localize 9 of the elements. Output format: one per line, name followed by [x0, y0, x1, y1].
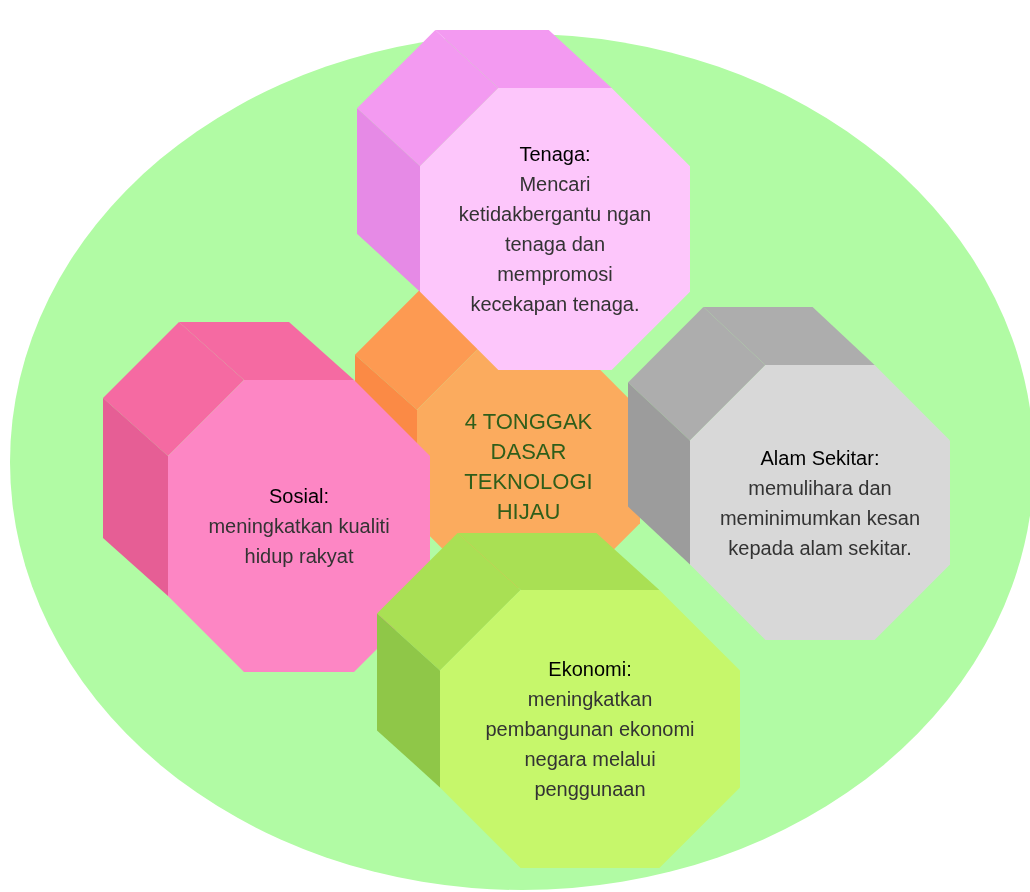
pillar-heading: Alam Sekitar:	[760, 445, 880, 471]
pillar-heading: Tenaga:	[519, 142, 591, 167]
center-title: 4 TONGGAK DASAR TEKNOLOGI HIJAU	[463, 407, 594, 526]
pillar-description: meningkatkan pembangunan ekonomi negara melalui penggunaan	[484, 687, 696, 802]
pillar-heading: Ekonomi:	[548, 657, 632, 682]
pillar-description: meningkatkan kualiti hidup rakyat	[207, 514, 391, 569]
pillar-description: memulihara dan meminimumkan kesan kepada alam sekitar.	[718, 475, 922, 561]
pillar-heading: Sosial:	[269, 484, 329, 509]
pillar-description: Mencari ketidakbergantu ngan tenaga dan mempromosi kecekapan tenaga.	[457, 172, 653, 317]
